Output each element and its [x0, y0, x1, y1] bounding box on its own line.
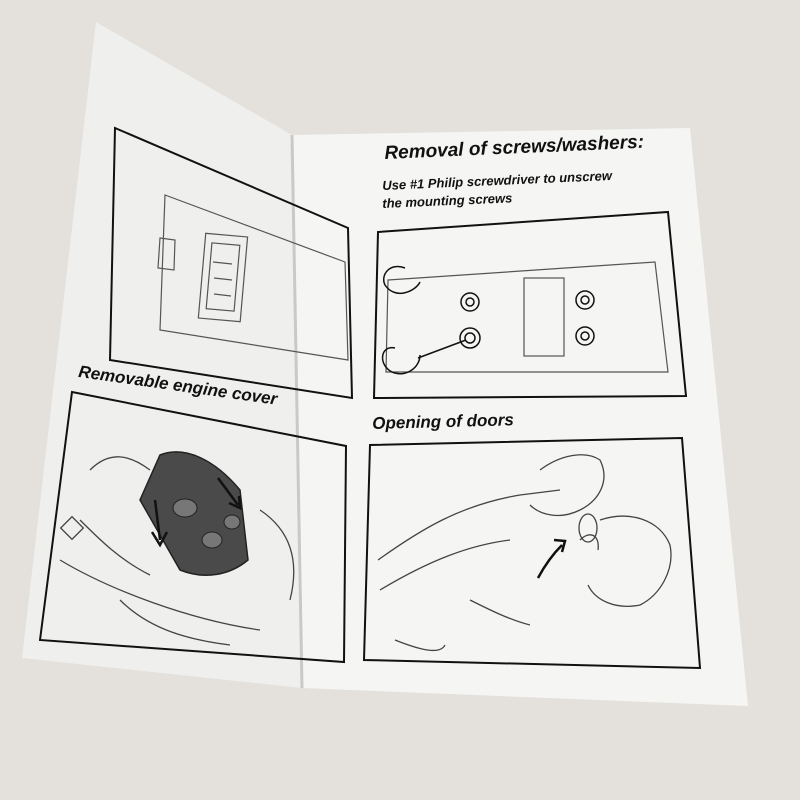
panel-screws-illustration: [372, 210, 688, 400]
doors-title: Opening of doors: [372, 410, 515, 433]
left-page: [22, 22, 302, 688]
panel-card-illustration: [108, 126, 354, 400]
right-page: [292, 128, 748, 706]
panel-doors-illustration: [362, 436, 702, 670]
panel-engine-illustration: [38, 390, 348, 664]
